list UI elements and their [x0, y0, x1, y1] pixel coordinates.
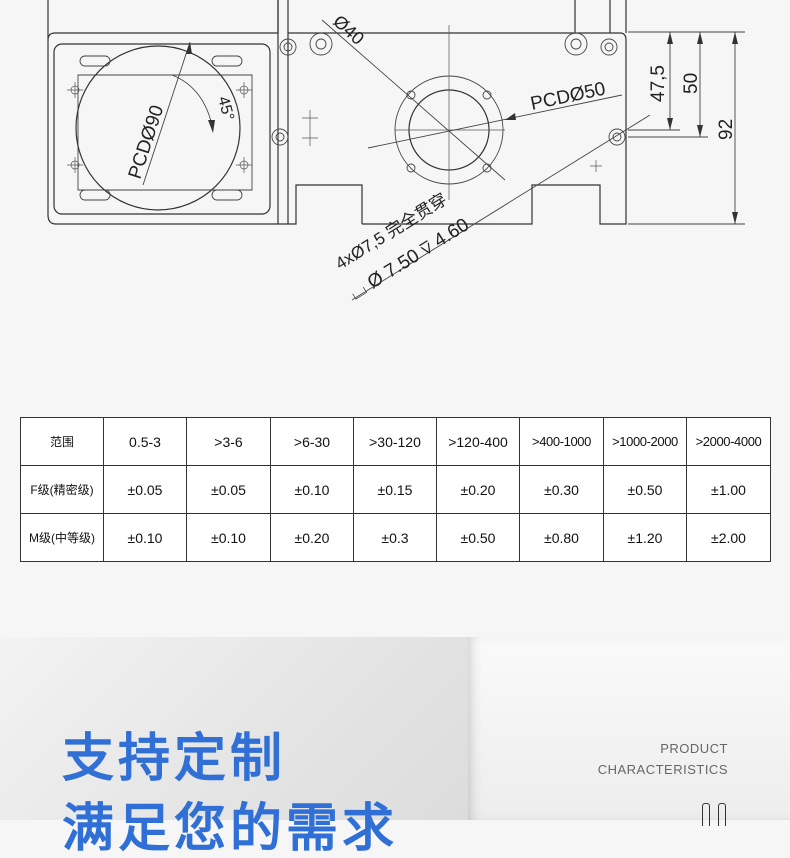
range-cell: >3-6 [186, 417, 271, 466]
tolerance-cell: ±1.20 [603, 513, 687, 562]
range-cell: >120-400 [436, 417, 520, 466]
range-cell: >30-120 [353, 417, 437, 466]
product-characteristics-caption: PRODUCT CHARACTERISTICS [598, 738, 728, 780]
dia40-label: Ø40 [329, 11, 368, 49]
range-cell: >1000-2000 [603, 417, 687, 466]
dim-50-label: 50 [681, 73, 702, 94]
tolerance-cell: ±0.20 [436, 465, 520, 514]
tolerance-cell: ±0.50 [603, 465, 687, 514]
tolerance-cell: ±0.80 [519, 513, 604, 562]
right-mount-plate: Ø40 PCDØ50 4xØ7,5 完全贯穿 ⌴ Ø 7.50 ⊽ 4.60 [271, 0, 651, 304]
tolerance-cell: ±0.10 [103, 513, 187, 562]
tolerance-cell: ±0.10 [270, 465, 354, 514]
grade-label-cell: F级(精密级) [20, 465, 104, 514]
product-caption-line1: PRODUCT [660, 741, 728, 756]
range-header-cell: 范围 [20, 417, 104, 466]
dim-47-5-label: 47,5 [648, 65, 669, 102]
customization-banner: 支持定制 满足您的需求 PRODUCT CHARACTERISTICS [0, 637, 790, 855]
banner-left-panel: 支持定制 满足您的需求 [0, 637, 468, 855]
dim-92-label: 92 [716, 119, 737, 140]
table-row: F级(精密级) ±0.05 ±0.05 ±0.10 ±0.15 ±0.20 ±0… [20, 465, 771, 514]
tolerance-cell: ±0.30 [519, 465, 604, 514]
product-caption-line2: CHARACTERISTICS [597, 762, 728, 777]
dimension-lines: 47,5 50 92 [628, 31, 745, 225]
tolerance-cell: ±0.20 [270, 513, 354, 562]
angle45-label: 45° [214, 95, 237, 123]
grade-label-cell: M级(中等级) [20, 513, 104, 562]
banner-headline: 支持定制 [62, 730, 287, 788]
range-cell: >400-1000 [519, 417, 604, 466]
banner-right-panel [468, 637, 790, 820]
range-cell: >6-30 [270, 417, 354, 466]
tolerance-cell: ±0.05 [186, 465, 271, 514]
tolerance-cell: ±2.00 [686, 513, 771, 562]
tolerance-cell: ±0.05 [103, 465, 187, 514]
range-cell: 0.5-3 [103, 417, 187, 466]
tolerance-table: 范围 0.5-3 >3-6 >6-30 >30-120 >120-400 >40… [20, 417, 771, 562]
tolerance-cell: ±0.10 [186, 513, 271, 562]
range-cell: >2000-4000 [686, 417, 771, 466]
tolerance-cell: ±1.00 [686, 465, 771, 514]
table-header-row: 范围 0.5-3 >3-6 >6-30 >30-120 >120-400 >40… [20, 417, 771, 466]
table-row: M级(中等级) ±0.10 ±0.10 ±0.20 ±0.3 ±0.50 ±0.… [20, 513, 771, 562]
pcd90-label: PCDØ90 [125, 103, 168, 182]
banner-subline: 满足您的需求 [62, 800, 399, 858]
pcd50-label: PCDØ50 [529, 79, 608, 115]
tolerance-cell: ±0.3 [353, 513, 437, 562]
tolerance-cell: ±0.50 [436, 513, 520, 562]
technical-drawing: PCDØ90 45° Ø40 PCDØ50 4xØ [47, 0, 745, 304]
tolerance-cell: ±0.15 [353, 465, 437, 514]
decorative-bars-icon [700, 803, 730, 826]
